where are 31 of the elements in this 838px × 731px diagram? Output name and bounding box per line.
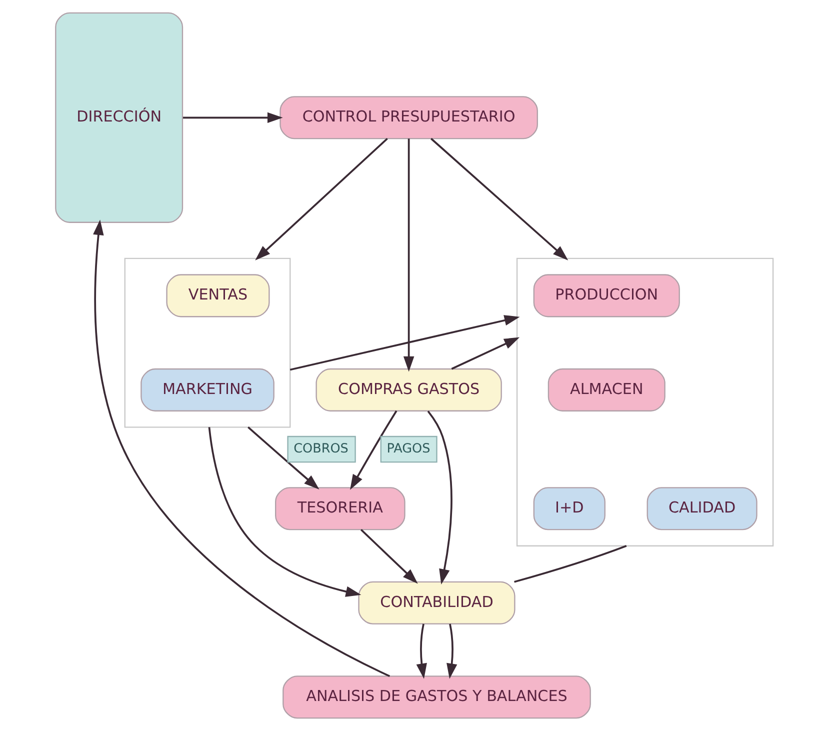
arrow [360, 529, 418, 584]
node-box: MARKETING [140, 368, 274, 412]
edge-label: COBROS [294, 442, 348, 457]
node-box: VENTAS [166, 274, 270, 318]
node-box: COMPRAS GASTOS [316, 368, 502, 412]
arrow [183, 112, 283, 124]
node-box: I+D [533, 487, 606, 530]
arrow [416, 624, 427, 679]
arrow [446, 624, 458, 679]
edge-label: PAGOS [386, 442, 430, 457]
node-box: DIRECCIÓN [55, 12, 184, 223]
arrow [93, 220, 390, 678]
node-box: TESORERIA [275, 487, 406, 530]
node-box: ANALISIS DE GASTOS Y BALANCES [282, 676, 591, 719]
arrow [208, 427, 362, 597]
arrow [255, 138, 388, 260]
node-box: ALMACEN [548, 368, 666, 412]
node-box: CONTROL PRESUPUESTARIO [280, 96, 538, 140]
arrow [430, 138, 568, 260]
arrow [403, 138, 414, 372]
arrow [451, 337, 520, 370]
arrow [427, 410, 452, 585]
node-box: PRODUCCION [533, 274, 680, 318]
node-box: CONTABILIDAD [358, 581, 516, 624]
connector [514, 545, 627, 583]
arrow [248, 426, 320, 490]
arrow [350, 410, 398, 490]
node-box: CALIDAD [646, 487, 758, 530]
cluster [516, 258, 774, 546]
cluster [124, 258, 291, 428]
arrow [290, 315, 520, 371]
